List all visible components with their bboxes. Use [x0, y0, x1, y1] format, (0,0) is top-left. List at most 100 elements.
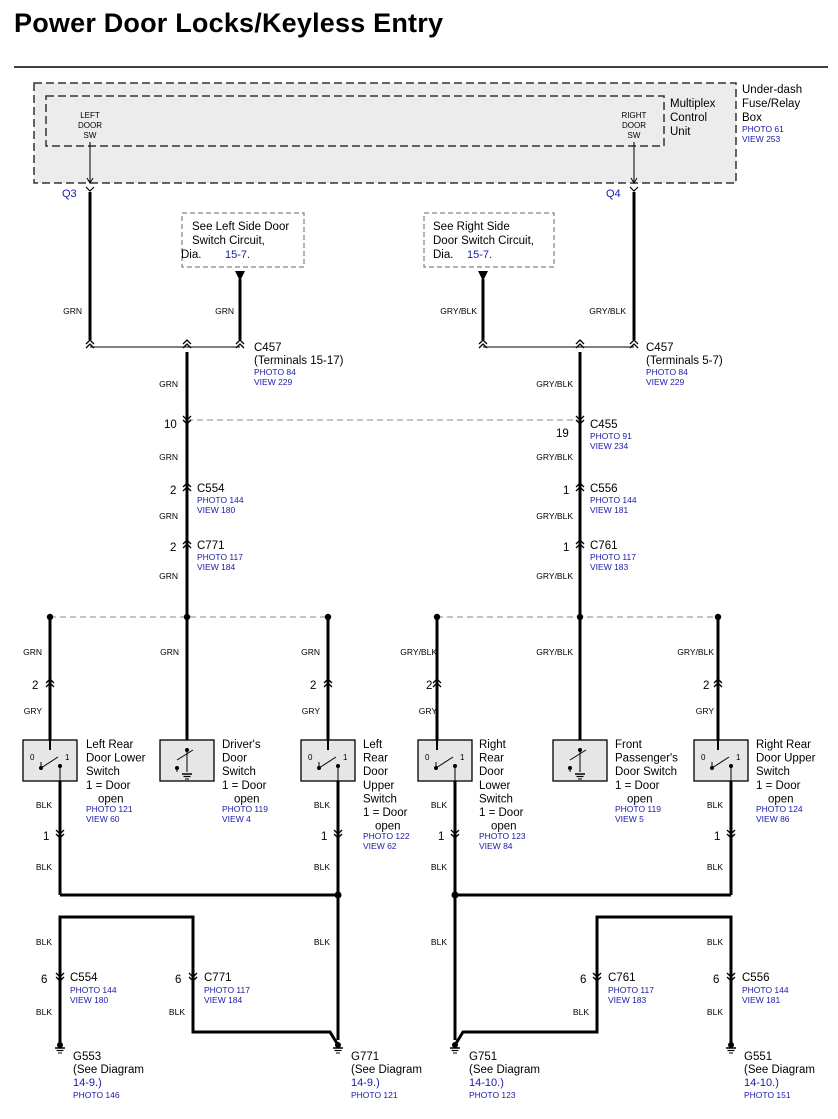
- switch-5-label-4: 1 = Door: [615, 780, 660, 792]
- ref-right-box: [423, 212, 555, 268]
- wl28: BLK: [314, 937, 330, 947]
- control-unit-label-1: Multiplex: [670, 98, 716, 110]
- c771-view[interactable]: VIEW 184: [197, 562, 236, 572]
- ref-right-line1: See Right Side: [433, 221, 510, 233]
- wl30: BLK: [707, 937, 723, 947]
- c554-view[interactable]: VIEW 180: [197, 505, 236, 515]
- ground-4-dia[interactable]: 14-10.): [744, 1077, 779, 1089]
- wl20: BLK: [314, 800, 330, 810]
- c771-photo[interactable]: PHOTO 117: [197, 552, 243, 562]
- switch-3-label-1: Left: [363, 739, 383, 751]
- switch-2-photo[interactable]: PHOTO 119: [222, 804, 268, 814]
- c455-photo[interactable]: PHOTO 91: [590, 431, 632, 441]
- pin-1d: 1: [714, 831, 720, 843]
- switch-6-photo[interactable]: PHOTO 124: [756, 804, 803, 814]
- ref-left-line1: See Left Side Door: [192, 221, 289, 233]
- ref-right-link[interactable]: 15-7.: [467, 249, 492, 261]
- ref-right-line2: Door Switch Circuit,: [433, 235, 534, 247]
- switch-1-photo[interactable]: PHOTO 121: [86, 804, 133, 814]
- ground-1-dia[interactable]: 14-9.): [73, 1077, 102, 1089]
- ground-3-dia[interactable]: 14-10.): [469, 1077, 504, 1089]
- ground-1-name: G553: [73, 1051, 101, 1063]
- ground-4-name: G551: [744, 1051, 772, 1063]
- c554-photo[interactable]: PHOTO 144: [197, 495, 244, 505]
- c556b-view[interactable]: VIEW 181: [742, 995, 781, 1005]
- c771b-view[interactable]: VIEW 184: [204, 995, 243, 1005]
- ref-left-box: [181, 212, 305, 268]
- wl16: GRY: [302, 706, 321, 716]
- ref-left-link[interactable]: 15-7.: [225, 249, 250, 261]
- ground-3-name: G751: [469, 1051, 497, 1063]
- c457-left-name: C457: [254, 342, 282, 354]
- multiplex-control-unit: [45, 95, 665, 147]
- c554b-photo[interactable]: PHOTO 144: [70, 985, 117, 995]
- ground-2-photo[interactable]: PHOTO 121: [351, 1090, 398, 1100]
- c761-photo[interactable]: PHOTO 117: [590, 552, 636, 562]
- c457-right-photo[interactable]: PHOTO 84: [646, 367, 688, 377]
- c457-left-sub: (Terminals 15-17): [254, 355, 344, 367]
- wl34: BLK: [707, 1007, 723, 1017]
- c771b-pin: 6: [175, 974, 181, 986]
- switch-3-label-7: open: [375, 821, 401, 833]
- c761-view[interactable]: VIEW 183: [590, 562, 629, 572]
- c556-view[interactable]: VIEW 181: [590, 505, 629, 515]
- pin-1b: 1: [321, 831, 327, 843]
- c455-name: C455: [590, 419, 618, 431]
- switch-2-view[interactable]: VIEW 4: [222, 814, 251, 824]
- c554b-pin: 6: [41, 974, 47, 986]
- switch-3-label-3: Door: [363, 766, 388, 778]
- wl25: BLK: [431, 862, 447, 872]
- wl19: BLK: [36, 800, 52, 810]
- switch-4-view[interactable]: VIEW 84: [479, 841, 513, 851]
- wire-label-q3-grn: GRN: [63, 306, 82, 316]
- wl26: BLK: [707, 862, 723, 872]
- wl31: BLK: [36, 1007, 52, 1017]
- ground-4-see: (See Diagram: [744, 1064, 815, 1076]
- c455-view[interactable]: VIEW 234: [590, 441, 629, 451]
- switch-5-view[interactable]: VIEW 5: [615, 814, 644, 824]
- switch-3-photo[interactable]: PHOTO 122: [363, 831, 410, 841]
- switch-front-passenger-door: [552, 739, 608, 782]
- ground-g551-symbol: [725, 1047, 737, 1054]
- fuse-box-view[interactable]: VIEW 253: [742, 134, 781, 144]
- ground-3-photo[interactable]: PHOTO 123: [469, 1090, 516, 1100]
- switch-3-view[interactable]: VIEW 62: [363, 841, 397, 851]
- c761b-pin: 6: [580, 974, 586, 986]
- c554b-view[interactable]: VIEW 180: [70, 995, 109, 1005]
- c554-pin: 2: [170, 485, 176, 497]
- wl7: GRN: [159, 571, 178, 581]
- c556-photo[interactable]: PHOTO 144: [590, 495, 637, 505]
- c761b-view[interactable]: VIEW 183: [608, 995, 647, 1005]
- fuse-box-photo[interactable]: PHOTO 61: [742, 124, 784, 134]
- pin-2d: 2: [703, 680, 709, 692]
- fuse-box-label-2: Fuse/Relay: [742, 98, 800, 110]
- switch-6-label-2: Door Upper: [756, 753, 816, 765]
- c771b-photo[interactable]: PHOTO 117: [204, 985, 250, 995]
- c457-right-sub: (Terminals 5-7): [646, 355, 723, 367]
- wire-label-q4-gryblk: GRY/BLK: [589, 306, 626, 316]
- sw1-pin1: 1: [65, 753, 70, 762]
- switch-6-view[interactable]: VIEW 86: [756, 814, 790, 824]
- c556b-photo[interactable]: PHOTO 144: [742, 985, 789, 995]
- c761b-photo[interactable]: PHOTO 117: [608, 985, 654, 995]
- sw4-pin0: 0: [425, 753, 430, 762]
- c457-left-view[interactable]: VIEW 229: [254, 377, 293, 387]
- ground-1-photo[interactable]: PHOTO 146: [73, 1090, 120, 1100]
- c457-left-photo[interactable]: PHOTO 84: [254, 367, 296, 377]
- ground-2-dia[interactable]: 14-9.): [351, 1077, 380, 1089]
- wl10: GRN: [160, 647, 179, 657]
- switch-1-view[interactable]: VIEW 60: [86, 814, 120, 824]
- switch-4-photo[interactable]: PHOTO 123: [479, 831, 526, 841]
- switch-6-label-3: Switch: [756, 766, 790, 778]
- switch-right-rear-upper: 0 1: [693, 739, 749, 782]
- switch-1-label-4: 1 = Door: [86, 780, 131, 792]
- switch-4-label-1: Right: [479, 739, 507, 751]
- switch-1-label-1: Left Rear: [86, 739, 133, 751]
- c556-name: C556: [590, 483, 618, 495]
- c457-right-view[interactable]: VIEW 229: [646, 377, 685, 387]
- switch-5-photo[interactable]: PHOTO 119: [615, 804, 661, 814]
- ground-1-see: (See Diagram: [73, 1064, 144, 1076]
- ref-left-line2: Switch Circuit,: [192, 235, 265, 247]
- ground-4-photo[interactable]: PHOTO 151: [744, 1090, 791, 1100]
- wl24: BLK: [314, 862, 330, 872]
